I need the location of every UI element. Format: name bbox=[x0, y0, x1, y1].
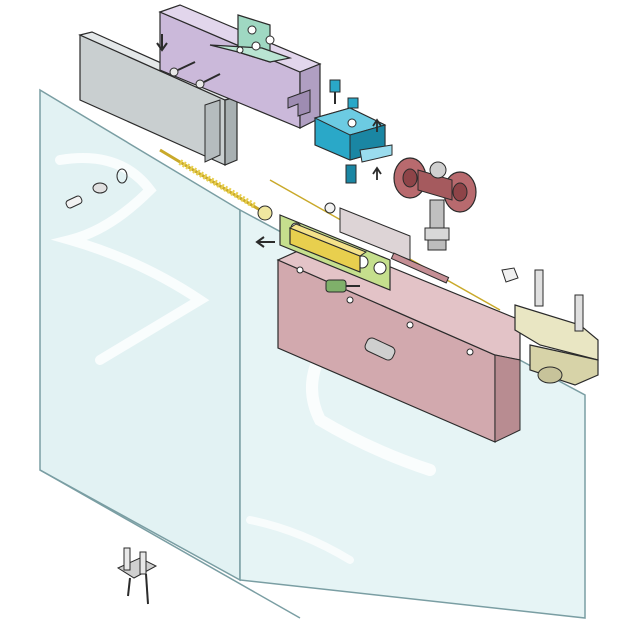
bracket-hole bbox=[265, 35, 275, 45]
wall-mount-bracket bbox=[209, 14, 293, 63]
floor-guide bbox=[116, 547, 158, 605]
track-end-stop bbox=[501, 267, 599, 386]
damper-screw bbox=[325, 279, 360, 293]
soft-close-damper bbox=[288, 223, 368, 273]
door-clamp bbox=[313, 79, 393, 184]
track-screws bbox=[169, 61, 221, 89]
roller-trolley bbox=[393, 157, 477, 251]
glass-fixed-panel bbox=[39, 88, 241, 582]
loose-fasteners bbox=[65, 168, 336, 214]
floor-line bbox=[39, 469, 301, 619]
